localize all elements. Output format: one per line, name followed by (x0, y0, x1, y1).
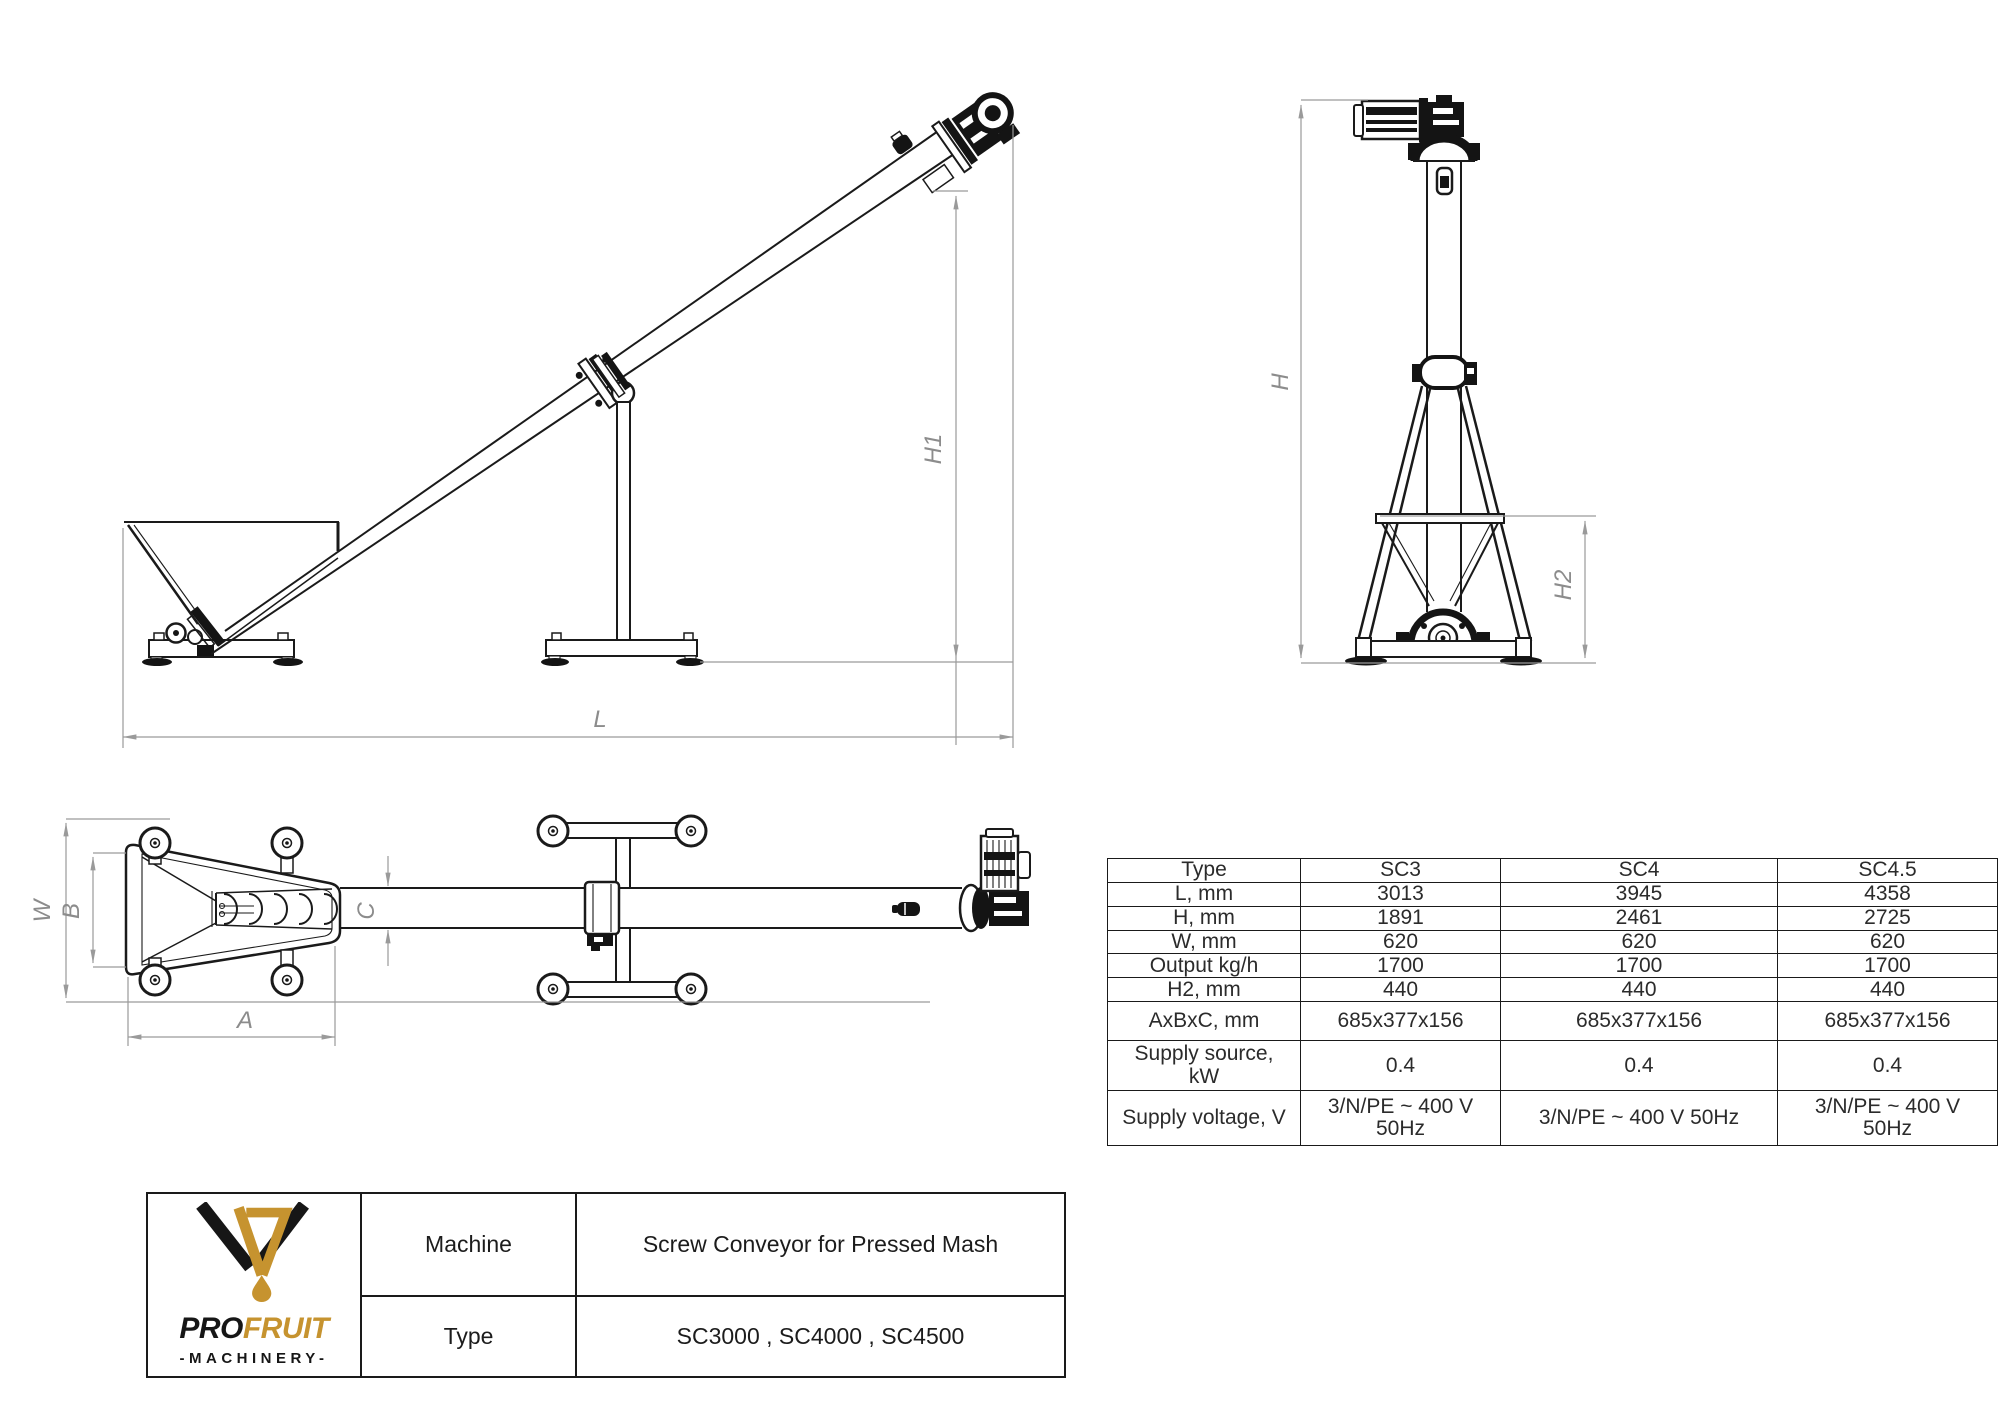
dimensions: L H1 H H2 W B C (29, 99, 1596, 1046)
spec-cell: 2725 (1777, 905, 1998, 931)
spec-cell: 4358 (1777, 881, 1998, 907)
spec-row-output: Output kg/h 1700 1700 1700 (1107, 953, 1998, 979)
type-value: SC3000 , SC4000 , SC4500 (575, 1295, 1064, 1376)
spec-row-width: W, mm 620 620 620 (1107, 929, 1998, 955)
top-hopper (124, 826, 342, 997)
spec-row-label: H2, mm (1107, 977, 1301, 1003)
side-hopper-drive (165, 606, 225, 656)
spec-cell: 3/N/PE ~ 400 V 50Hz (1777, 1090, 1998, 1147)
spec-table: Type SC3 SC4 SC4.5 L, mm 3013 3945 4358 … (1107, 858, 1998, 1147)
spec-cell: 440 (1500, 977, 1778, 1003)
spec-row-label: AxBxC, mm (1107, 1001, 1301, 1042)
side-hopper (124, 521, 340, 647)
profruit-logo: PROFRUIT -MACHINERY- (148, 1194, 360, 1376)
top-stand-feet (536, 814, 708, 1006)
spec-row-length: L, mm 3013 3945 4358 (1107, 881, 1998, 907)
spec-cell: 3/N/PE ~ 400 V 50Hz (1300, 1090, 1501, 1147)
spec-row-label: W, mm (1107, 929, 1301, 955)
dim-label-w: W (29, 897, 56, 922)
spec-header-row: Type SC3 SC4 SC4.5 (1107, 858, 1998, 883)
spec-cell: 1891 (1300, 905, 1501, 931)
spec-row-h2: H2, mm 440 440 440 (1107, 977, 1998, 1003)
spec-cell: 440 (1300, 977, 1501, 1003)
side-conveyor-tube (210, 128, 958, 655)
title-block: PROFRUIT -MACHINERY- Machine Screw Conve… (146, 1192, 1066, 1378)
brand-fruit: FRUIT (242, 1312, 329, 1345)
spec-cell: 685x377x156 (1500, 1001, 1778, 1042)
spec-row-label: Supply source, kW (1107, 1040, 1301, 1092)
brand-machinery: -MACHINERY- (179, 1350, 329, 1367)
spec-row-label: L, mm (1107, 881, 1301, 907)
spec-cell: 620 (1500, 929, 1778, 955)
spec-cell: 620 (1777, 929, 1998, 955)
dim-label-h: H (1267, 373, 1294, 391)
spec-cell: 440 (1777, 977, 1998, 1003)
spec-cell: 3/N/PE ~ 400 V 50Hz (1500, 1090, 1778, 1147)
spec-cell: 1700 (1500, 953, 1778, 979)
dim-label-h1: H1 (920, 434, 947, 465)
spec-header-sc4: SC4 (1500, 858, 1778, 883)
spec-cell: 3945 (1500, 881, 1778, 907)
dim-label-l: L (593, 706, 606, 733)
dim-label-a: A (235, 1007, 253, 1034)
brand-wordmark: PROFRUIT (179, 1312, 329, 1345)
spec-cell: 0.4 (1500, 1040, 1778, 1092)
brand-pro: PRO (179, 1312, 243, 1345)
spec-cell: 685x377x156 (1300, 1001, 1501, 1042)
spec-cell: 1700 (1300, 953, 1501, 979)
side-support-stand (541, 351, 704, 666)
spec-header-sc3: SC3 (1300, 858, 1501, 883)
side-hopper-base (142, 632, 303, 666)
side-tube-fitting (890, 130, 913, 155)
spec-cell: 620 (1300, 929, 1501, 955)
top-view (124, 814, 1031, 1006)
front-base (1345, 637, 1542, 666)
top-support-stand (536, 814, 708, 1006)
spec-cell: 3013 (1300, 881, 1501, 907)
front-tube-clamp (1412, 355, 1477, 390)
spec-row-label: Supply voltage, V (1107, 1090, 1301, 1147)
side-view (124, 92, 1021, 666)
screw-auger (218, 893, 338, 925)
front-motor (1353, 95, 1464, 142)
machine-label: Machine (360, 1194, 575, 1295)
spec-cell: 685x377x156 (1777, 1001, 1998, 1042)
spec-cell: 1700 (1777, 953, 1998, 979)
front-hopper (1375, 513, 1505, 607)
spec-header-sc45: SC4.5 (1777, 858, 1998, 883)
dim-label-c: C (353, 902, 380, 920)
front-view (1345, 95, 1542, 666)
side-drive-motor (930, 92, 1021, 174)
spec-row-abc: AxBxC, mm 685x377x156 685x377x156 685x37… (1107, 1001, 1998, 1042)
spec-row-label: H, mm (1107, 905, 1301, 931)
spec-header-type: Type (1107, 858, 1301, 883)
profruit-logo-icon (196, 1202, 309, 1302)
spec-row-voltage: Supply voltage, V 3/N/PE ~ 400 V 50Hz 3/… (1107, 1090, 1998, 1147)
dim-label-b: B (58, 903, 85, 919)
machine-value: Screw Conveyor for Pressed Mash (575, 1194, 1064, 1295)
type-label: Type (360, 1295, 575, 1376)
spec-cell: 0.4 (1777, 1040, 1998, 1092)
spec-row-power: Supply source, kW 0.4 0.4 0.4 (1107, 1040, 1998, 1092)
spec-cell: 0.4 (1300, 1040, 1501, 1092)
spec-cell: 2461 (1500, 905, 1778, 931)
top-tube (340, 880, 962, 951)
spec-row-label: Output kg/h (1107, 953, 1301, 979)
top-drive-motor (958, 828, 1031, 933)
dim-label-h2: H2 (1550, 570, 1577, 601)
top-hopper-feet (138, 826, 304, 997)
spec-row-height: H, mm 1891 2461 2725 (1107, 905, 1998, 931)
